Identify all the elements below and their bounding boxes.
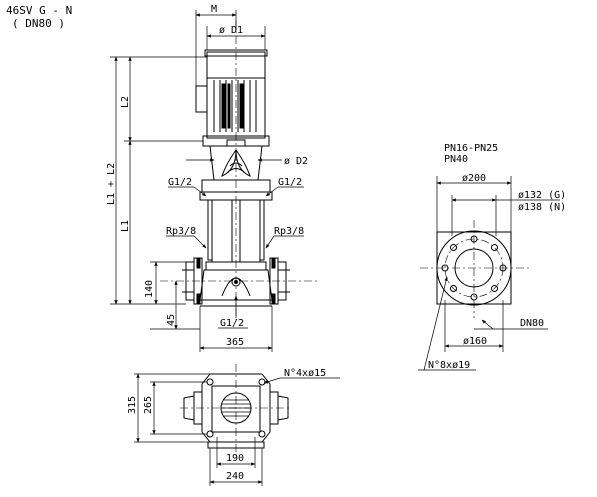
- dim-d1: ø D1: [219, 25, 243, 36]
- port-rp-left: Rp3/8: [166, 226, 196, 237]
- dim-140: 140: [144, 280, 155, 298]
- dim-d2: ø D2: [284, 156, 308, 167]
- pump-side-view: [160, 20, 320, 320]
- dim-flange-200: ø200: [462, 173, 486, 184]
- dim-m: M: [211, 4, 217, 15]
- port-g-right: G1/2: [278, 177, 302, 188]
- top-dimensions: 315 265 190 240 N°4xø15: [127, 368, 340, 486]
- dim-190: 190: [226, 453, 244, 464]
- port-callouts: G1/2 G1/2 Rp3/8 Rp3/8 G1/2: [166, 177, 304, 329]
- dim-l1-l2: L1 + L2: [106, 163, 117, 205]
- dim-l2: L2: [120, 96, 131, 108]
- flange-view: [420, 220, 530, 318]
- dim-45: 45: [166, 314, 177, 326]
- side-dimensions: M ø D1 ø D2 L1 + L2 L2 L1 140 45 365: [106, 4, 308, 352]
- port-g-bottom: G1/2: [220, 318, 244, 329]
- model-size: ( DN80 ): [12, 17, 65, 30]
- flange-dimensions: ø200 ø132 (G) ø138 (N) DN80 ø160 N°8xø19: [418, 173, 566, 371]
- dim-365: 365: [226, 337, 244, 348]
- port-rp-right: Rp3/8: [274, 226, 304, 237]
- dim-flange-132: ø132 (G): [518, 190, 566, 201]
- pressure-rating-1: PN16-PN25: [444, 143, 498, 154]
- dim-315: 315: [127, 396, 138, 414]
- pump-top-view: [180, 364, 292, 456]
- model-title: 46SV G - N: [6, 4, 72, 17]
- port-g-left: G1/2: [168, 177, 192, 188]
- pressure-rating-2: PN40: [444, 154, 468, 165]
- dim-l1: L1: [120, 220, 131, 232]
- terminal-box: [195, 85, 208, 113]
- dim-flange-138: ø138 (N): [518, 202, 566, 213]
- dim-flange-160: ø160: [463, 336, 487, 347]
- flange-holes: N°8xø19: [428, 360, 470, 371]
- dim-240: 240: [226, 471, 244, 482]
- motor-fins: [213, 80, 257, 132]
- top-holes: N°4xø15: [284, 368, 326, 379]
- dim-265: 265: [143, 396, 154, 414]
- flange-nominal-dn: DN80: [520, 318, 544, 329]
